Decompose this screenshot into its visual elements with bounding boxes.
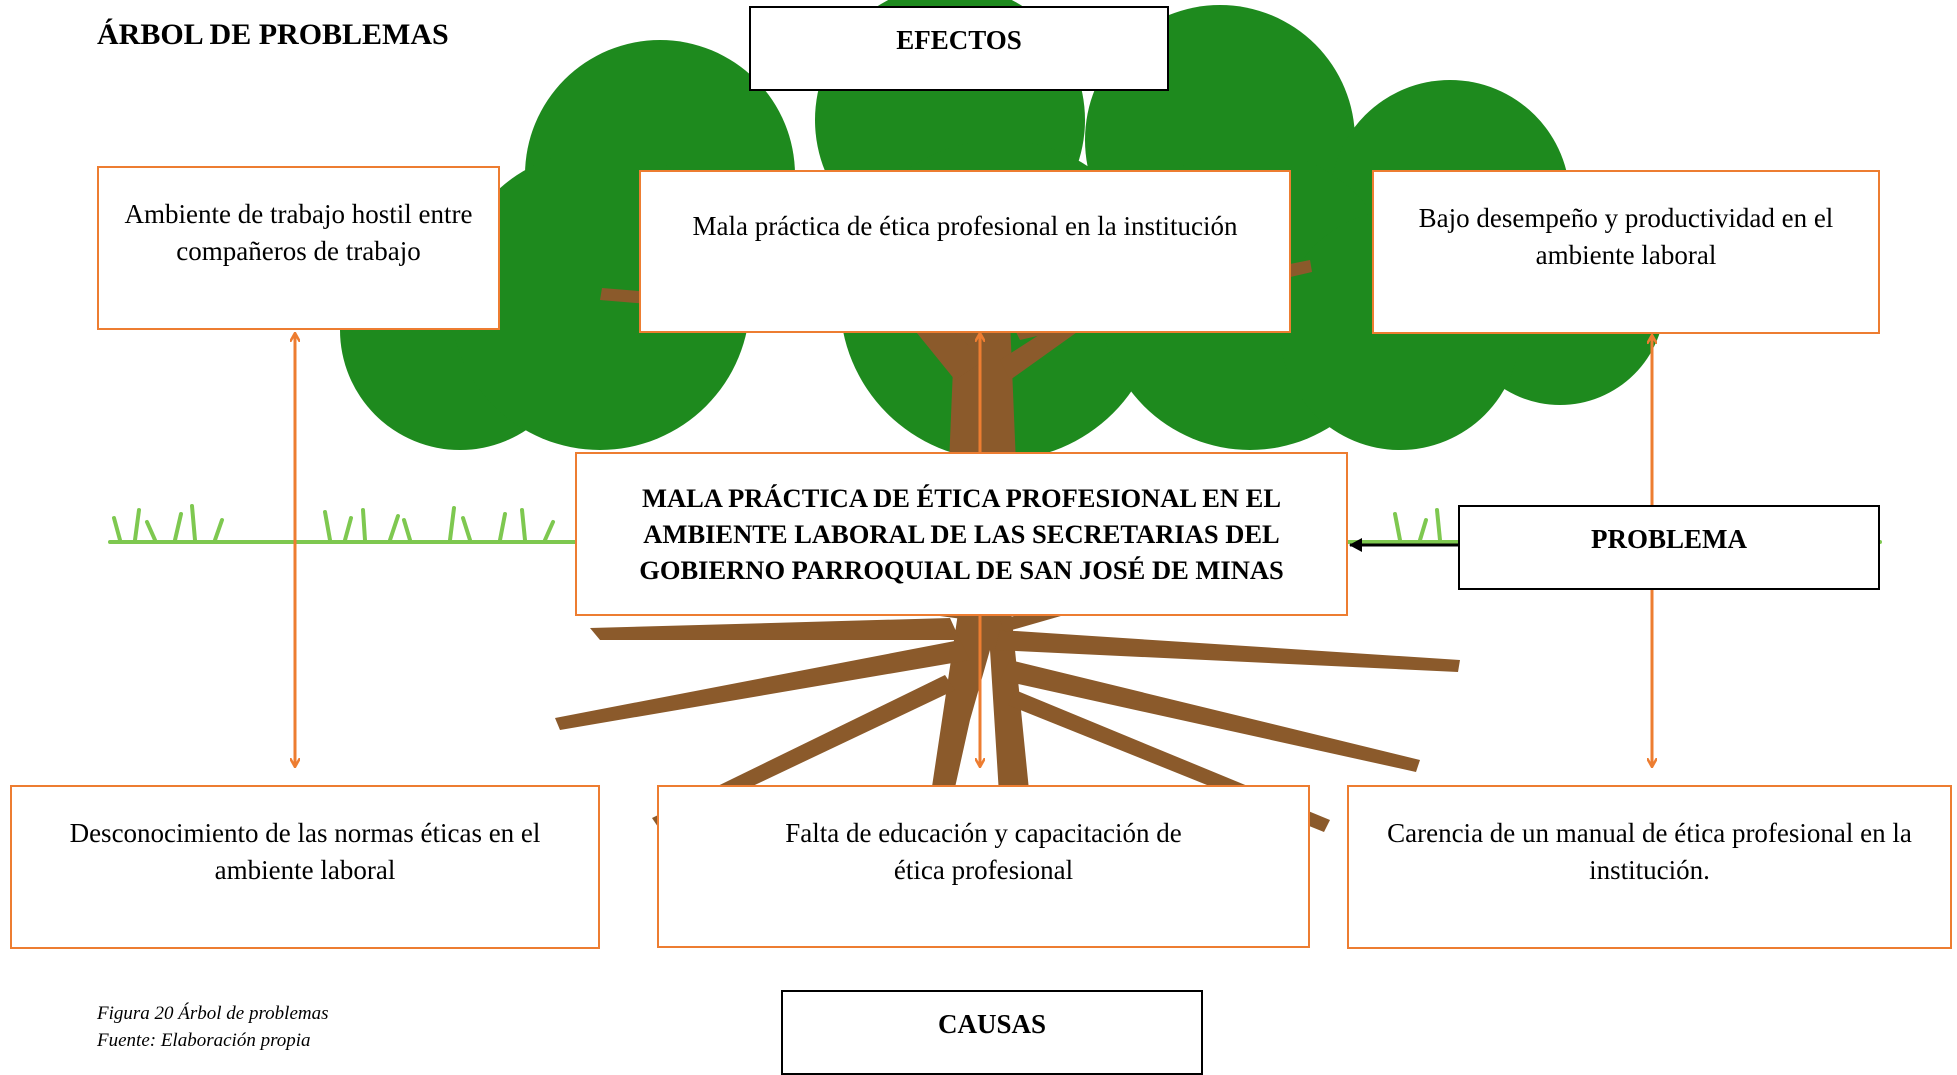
figure-caption: Figura 20 Árbol de problemas (97, 1003, 329, 1024)
effect-text-3: Bajo desempeño y productividad en el amb… (1418, 203, 1834, 270)
effect-box-1: Ambiente de trabajo hostil entre compañe… (97, 166, 500, 330)
effects-header-label: EFECTOS (896, 25, 1022, 55)
central-problem-text: MALA PRÁCTICA DE ÉTICA PROFESIONAL EN EL… (639, 483, 1284, 585)
causes-header: CAUSAS (781, 990, 1203, 1075)
cause-text-2: Falta de educación y capacitación de éti… (785, 817, 1182, 885)
cause-text-1: Desconocimiento de las normas éticas en … (69, 818, 541, 885)
effects-header: EFECTOS (749, 6, 1169, 91)
effect-text-2: Mala práctica de ética profesional en la… (692, 211, 1238, 241)
cause-box-1: Desconocimiento de las normas éticas en … (10, 785, 600, 949)
problem-header-label: PROBLEMA (1590, 524, 1747, 554)
effect-text-1: Ambiente de trabajo hostil entre compañe… (124, 199, 473, 266)
causes-header-label: CAUSAS (937, 1009, 1047, 1039)
source-caption: Fuente: Elaboración propia (97, 1030, 311, 1051)
cause-text-3: Carencia de un manual de ética profesion… (1387, 818, 1912, 885)
effect-box-3: Bajo desempeño y productividad en el amb… (1372, 170, 1880, 334)
cause-box-2: Falta de educación y capacitación de éti… (657, 785, 1310, 948)
diagram-title: ÁRBOL DE PROBLEMAS (97, 18, 449, 51)
problem-header: PROBLEMA (1458, 505, 1880, 590)
central-problem-box: MALA PRÁCTICA DE ÉTICA PROFESIONAL EN EL… (575, 452, 1348, 616)
cause-box-3: Carencia de un manual de ética profesion… (1347, 785, 1952, 949)
effect-box-2: Mala práctica de ética profesional en la… (639, 170, 1291, 333)
tree-roots (555, 560, 1460, 832)
